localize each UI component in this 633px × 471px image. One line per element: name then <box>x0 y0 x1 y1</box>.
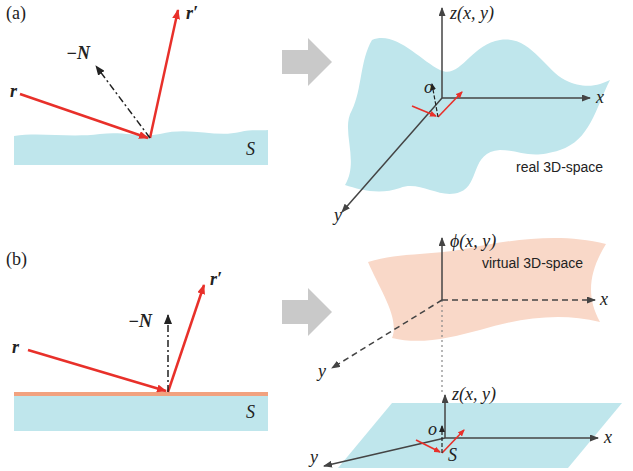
origin-name: o <box>428 420 437 438</box>
panel-tag: (a) <box>6 4 26 22</box>
axis-name: x <box>604 428 612 446</box>
vector-name: r′ <box>210 270 222 288</box>
surface-name: S <box>448 446 457 464</box>
vector-name: −N <box>66 44 90 62</box>
axis-name: z(x, y) <box>450 4 494 22</box>
vector-name: −N <box>128 312 152 330</box>
origin-name: o <box>424 78 433 96</box>
axis-name: x <box>600 290 608 308</box>
axis-name: y <box>334 206 342 224</box>
vector-name: r <box>12 338 19 356</box>
axis-name: z(x, y) <box>452 385 496 403</box>
vector-name: r′ <box>186 4 198 22</box>
axis-name: y <box>310 448 318 466</box>
vector-name: r <box>10 82 17 100</box>
surface-name: S <box>246 403 255 421</box>
axis-name: y <box>318 362 326 380</box>
axis-name: x <box>596 88 604 106</box>
surface-name: S <box>246 140 255 158</box>
space-name: real 3D-space <box>516 160 603 174</box>
axis-name: ϕ(x, y) <box>450 232 496 250</box>
panel-tag: (b) <box>6 250 27 268</box>
space-name: virtual 3D-space <box>482 256 583 270</box>
